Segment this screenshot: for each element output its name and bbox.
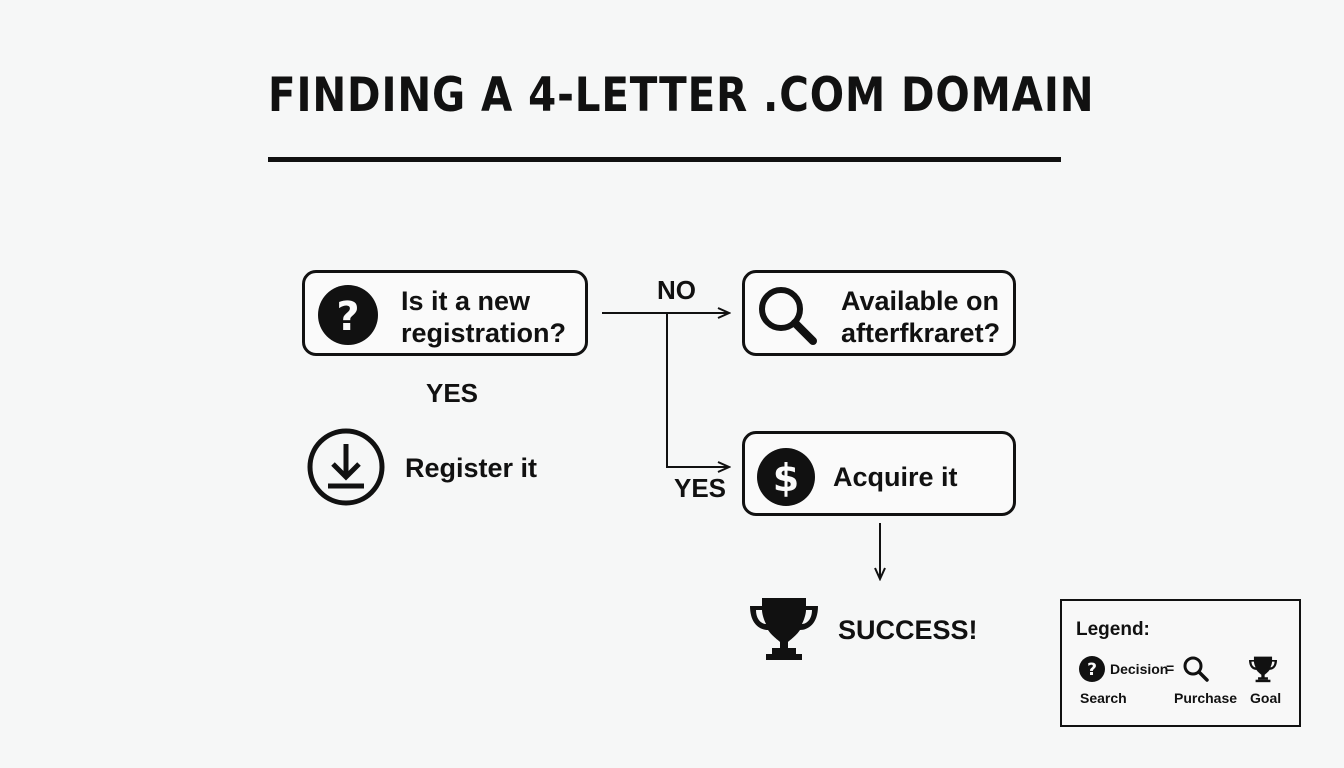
legend: Legend: ? Decision = Search Purchase Goa… [1060, 599, 1301, 727]
search-icon [759, 287, 817, 345]
decision-node: ? Is it a new registration? [302, 270, 588, 356]
svg-text:$: $ [773, 456, 799, 500]
afternic-label-line1: Available on [841, 286, 1000, 316]
legend-search-icon [1183, 656, 1209, 682]
acquire-label: Acquire it [833, 462, 958, 492]
legend-decision-label: Decision [1110, 661, 1169, 677]
legend-trophy-icon [1249, 656, 1277, 683]
legend-question-icon: ? [1079, 656, 1105, 682]
afternic-label-line2: afterfkraret? [841, 318, 1001, 348]
edge-label-yes-branch: YES [674, 473, 727, 503]
edge-label-no: NO [657, 275, 696, 305]
afternic-node: Available on afterfkraret? [742, 270, 1016, 356]
legend-purchase-label: Purchase [1174, 690, 1238, 706]
arrow-yes-to-acquire [666, 313, 729, 467]
legend-goal-label: Goal [1250, 690, 1282, 706]
title-underline [268, 157, 1061, 162]
trophy-icon [750, 598, 818, 660]
dollar-icon: $ [757, 448, 815, 506]
acquire-node: $ Acquire it [742, 431, 1016, 516]
decision-label-line2: registration? [401, 318, 567, 348]
decision-label-line1: Is it a new [401, 286, 531, 316]
edge-label-yes-down: YES [426, 378, 479, 408]
legend-title: Legend: [1076, 619, 1150, 640]
svg-text:?: ? [336, 294, 359, 340]
register-label: Register it [405, 453, 538, 483]
svg-text:?: ? [1087, 660, 1097, 680]
success-label: SUCCESS! [838, 615, 978, 645]
diagram-title: FINDING A 4-LETTER .COM DOMAIN [268, 68, 1095, 123]
download-icon [307, 428, 385, 506]
question-icon: ? [318, 285, 378, 345]
legend-equals: = [1166, 660, 1175, 676]
legend-search-label: Search [1080, 690, 1127, 706]
